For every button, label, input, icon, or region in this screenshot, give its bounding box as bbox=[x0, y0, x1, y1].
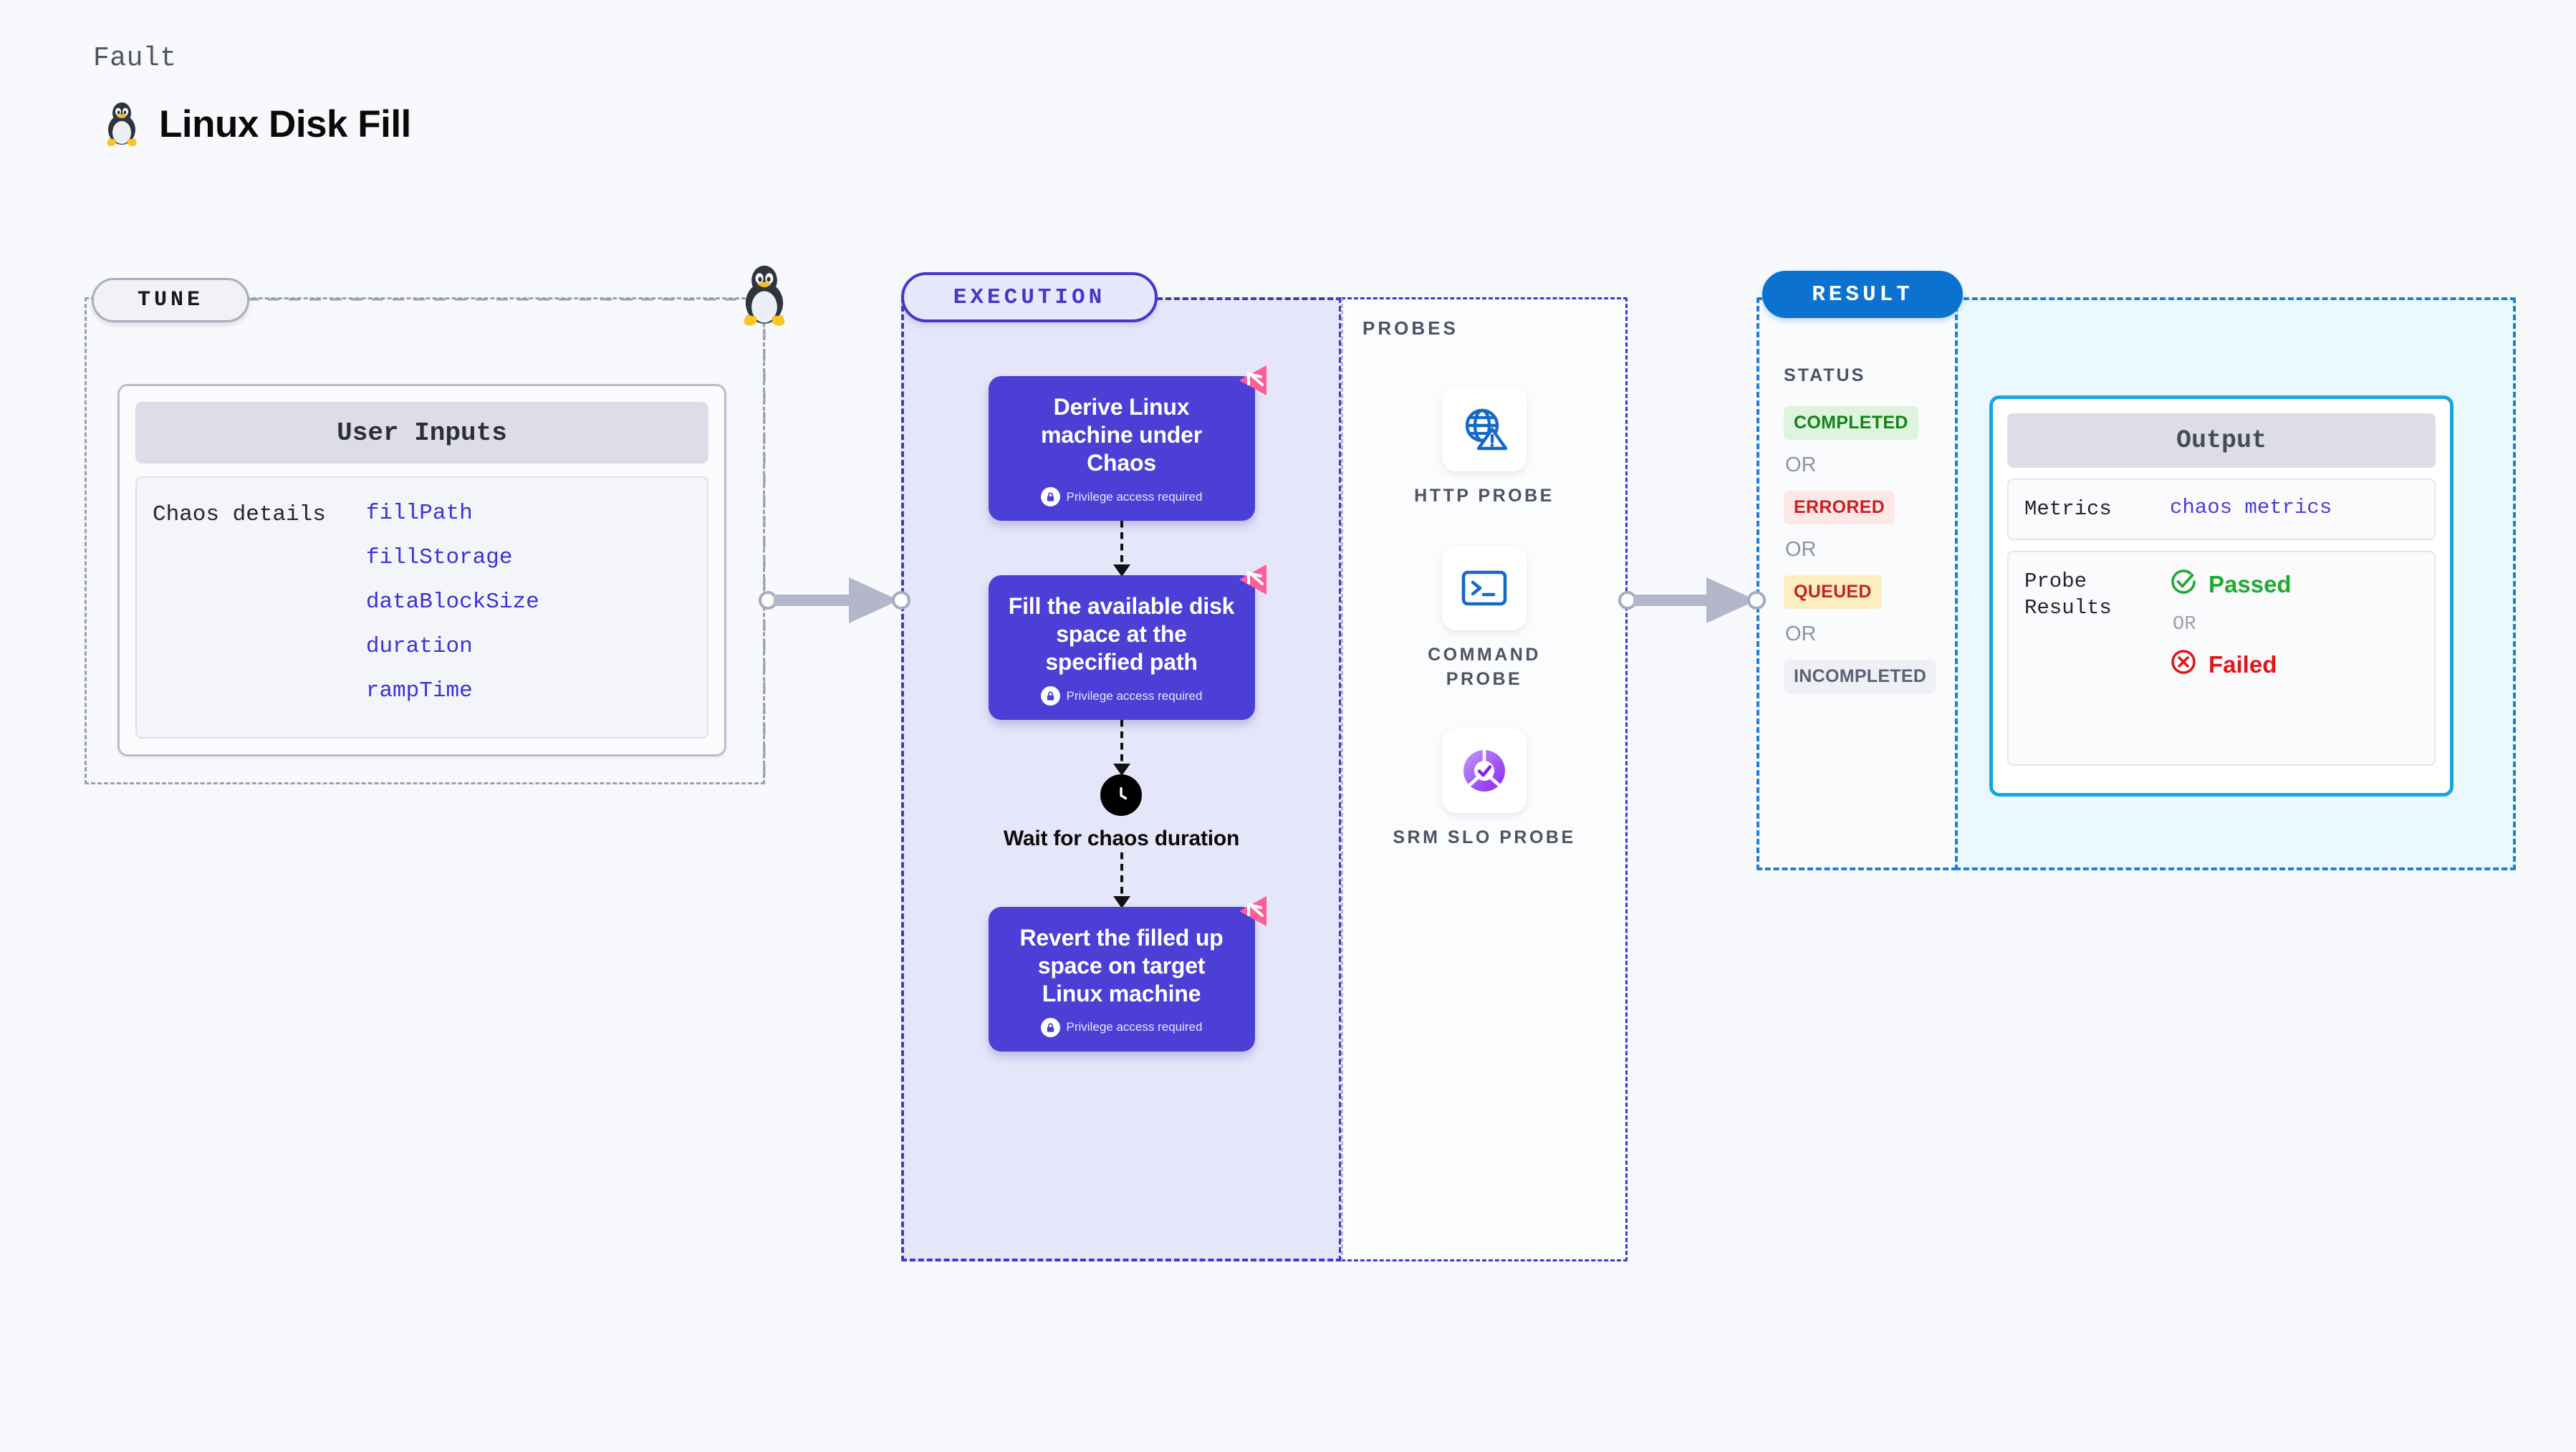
x-circle-icon bbox=[2170, 648, 2197, 681]
output-probe-results-label: Probe Results bbox=[2024, 569, 2112, 620]
step-connector bbox=[1120, 521, 1123, 576]
step-connector bbox=[1120, 720, 1123, 775]
status-badge-queued: QUEUED bbox=[1784, 575, 1882, 609]
probe-item-http[interactable]: HTTP PROBE bbox=[1414, 387, 1554, 509]
lock-icon bbox=[1040, 487, 1060, 507]
chaos-details-label: Chaos details bbox=[153, 502, 326, 527]
execution-step-card[interactable]: Fill the available disk space at the spe… bbox=[988, 564, 1267, 721]
execution-step-title: Fill the available disk space at the spe… bbox=[1008, 593, 1235, 675]
output-metrics-value[interactable]: chaos metrics bbox=[2170, 496, 2332, 519]
verdict-failed-label: Failed bbox=[2209, 650, 2277, 678]
param-fillPath[interactable]: fillPath bbox=[365, 501, 473, 526]
fault-title-row: Linux Disk Fill bbox=[102, 101, 411, 147]
chaos-params-list: fillPath fillStorage dataBlockSize durat… bbox=[366, 501, 539, 737]
status-heading: STATUS bbox=[1784, 365, 1866, 385]
probe-item-command[interactable]: COMMAND PROBE bbox=[1391, 545, 1577, 692]
status-or-label: OR bbox=[1785, 453, 1817, 476]
probe-label: SRM SLO PROBE bbox=[1393, 827, 1576, 848]
execution-wait-node: Wait for chaos duration bbox=[1004, 774, 1239, 852]
fault-eyebrow-label: Fault bbox=[93, 43, 177, 74]
verdict-passed: Passed bbox=[2170, 568, 2292, 601]
param-rampTime[interactable]: rampTime bbox=[365, 678, 473, 703]
probe-label: COMMAND PROBE bbox=[1428, 644, 1541, 689]
probe-label: HTTP PROBE bbox=[1414, 486, 1554, 506]
output-metrics-row: Metrics chaos metrics bbox=[2007, 479, 2436, 540]
chaos-details-box: Chaos details fillPath fillStorage dataB… bbox=[135, 476, 708, 739]
probes-list: HTTP PROBE COMMAND PROBE bbox=[1341, 387, 1628, 850]
privilege-note-text: Privilege access required bbox=[1066, 688, 1203, 703]
execution-step-title: Revert the filled up space on target Lin… bbox=[1019, 924, 1224, 1006]
execution-step-card[interactable]: Derive Linux machine under Chaos Privile… bbox=[988, 365, 1267, 521]
status-badge-errored: ERRORED bbox=[1784, 491, 1895, 524]
privilege-note: Privilege access required bbox=[1007, 686, 1236, 706]
chaos-flag-icon bbox=[1234, 893, 1271, 930]
lock-icon bbox=[1040, 686, 1060, 706]
privilege-note: Privilege access required bbox=[1007, 1017, 1236, 1037]
user-inputs-header: User Inputs bbox=[135, 402, 708, 463]
lock-icon bbox=[1040, 1017, 1060, 1037]
execution-steps: Derive Linux machine under Chaos Privile… bbox=[901, 365, 1342, 1052]
tux-penguin-icon bbox=[102, 101, 142, 147]
execution-wait-label: Wait for chaos duration bbox=[1003, 827, 1240, 851]
execution-step-title: Derive Linux machine under Chaos bbox=[1040, 394, 1202, 476]
status-or-label: OR bbox=[1785, 622, 1817, 645]
status-badge-incompleted: INCOMPLETED bbox=[1784, 660, 1937, 693]
result-pill[interactable]: RESULT bbox=[1762, 271, 1963, 318]
verdict-or-label: OR bbox=[2173, 613, 2196, 635]
step-connector bbox=[1120, 852, 1123, 907]
page-title: Linux Disk Fill bbox=[159, 102, 411, 145]
privilege-note-text: Privilege access required bbox=[1066, 1020, 1203, 1034]
param-dataBlockSize[interactable]: dataBlockSize bbox=[365, 590, 539, 615]
check-circle-icon bbox=[2170, 568, 2197, 601]
user-inputs-card: User Inputs Chaos details fillPath fillS… bbox=[117, 384, 726, 756]
globe-warning-icon bbox=[1441, 387, 1527, 471]
srm-slo-donut-icon bbox=[1442, 729, 1527, 814]
status-badge-completed: COMPLETED bbox=[1784, 406, 1918, 440]
tux-penguin-icon-marker bbox=[736, 264, 792, 330]
privilege-note-text: Privilege access required bbox=[1066, 489, 1203, 504]
status-column: STATUS COMPLETED OR ERRORED OR QUEUED OR… bbox=[1784, 365, 1937, 693]
privilege-note: Privilege access required bbox=[1007, 487, 1236, 507]
verdict-passed-label: Passed bbox=[2209, 570, 2292, 597]
execution-pill[interactable]: EXECUTION bbox=[901, 272, 1158, 322]
output-probe-results-row: Probe Results Passed OR bbox=[2007, 550, 2436, 766]
terminal-icon bbox=[1442, 545, 1527, 630]
chaos-flag-icon bbox=[1234, 362, 1271, 399]
chaos-flag-icon bbox=[1234, 561, 1271, 598]
verdict-failed: Failed bbox=[2170, 648, 2292, 681]
param-fillStorage[interactable]: fillStorage bbox=[365, 545, 513, 570]
execution-step-card[interactable]: Revert the filled up space on target Lin… bbox=[988, 895, 1267, 1052]
output-header: Output bbox=[2007, 413, 2436, 468]
output-card: Output Metrics chaos metrics Probe Resul… bbox=[1989, 395, 2454, 797]
tune-pill[interactable]: TUNE bbox=[92, 278, 249, 322]
page-header: Fault Linux Disk Fill bbox=[93, 43, 411, 147]
probe-item-srm-slo[interactable]: SRM SLO PROBE bbox=[1393, 729, 1575, 850]
param-duration[interactable]: duration bbox=[365, 634, 473, 659]
output-metrics-label: Metrics bbox=[2024, 497, 2112, 521]
status-or-label: OR bbox=[1785, 538, 1817, 561]
probe-verdicts: Passed OR Failed bbox=[2170, 568, 2292, 681]
clock-icon bbox=[1100, 774, 1143, 817]
probes-heading: PROBES bbox=[1363, 317, 1458, 339]
